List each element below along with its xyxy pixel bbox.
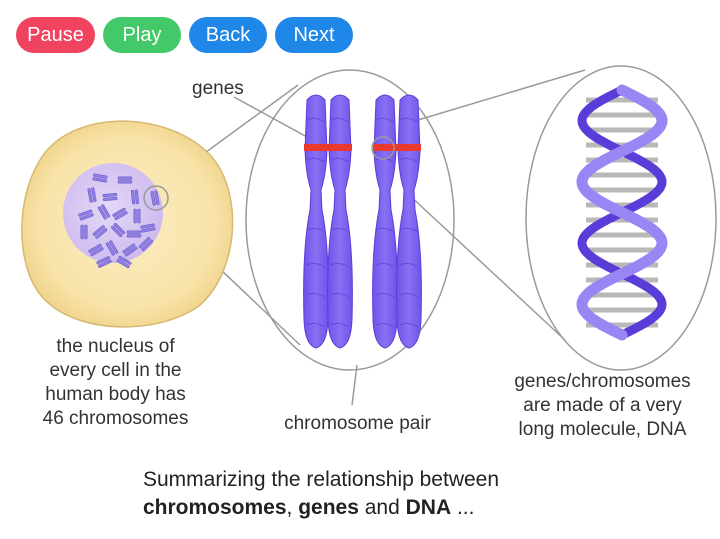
cell-label-line: human body has [18, 383, 213, 407]
cell-label-line: 46 chromosomes [18, 407, 213, 431]
gene-band [304, 144, 328, 151]
caption-ellipsis: ... [451, 496, 474, 519]
genes-label: genes [192, 77, 244, 101]
chromosome-pair [304, 95, 422, 348]
dna-label: genes/chromosomes are made of a very lon… [480, 370, 720, 442]
caption-separator: and [359, 496, 406, 519]
caption-line-2: chromosomes, genes and DNA ... [143, 494, 499, 522]
dna-label-line: long molecule, DNA [480, 418, 720, 442]
dna-strand-front [582, 90, 662, 335]
gene-band [328, 144, 352, 151]
chromosome-pair-label: chromosome pair [260, 412, 455, 436]
caption-separator: , [287, 496, 299, 519]
cell-label: the nucleus of every cell in the human b… [18, 335, 213, 431]
keyword-genes: genes [298, 496, 359, 519]
dna-double-helix [582, 90, 662, 335]
caption-line-1: Summarizing the relationship between [143, 466, 499, 494]
cell-label-line: the nucleus of [18, 335, 213, 359]
chromatid [397, 95, 422, 348]
chromatid [304, 95, 329, 348]
chromatid [373, 95, 398, 348]
summary-caption: Summarizing the relationship between chr… [143, 466, 499, 522]
cell-label-line: every cell in the [18, 359, 213, 383]
gene-band [397, 144, 421, 151]
cell [22, 121, 233, 327]
chromosome-left [304, 95, 353, 348]
chromosome-right [373, 95, 422, 348]
keyword-dna: DNA [406, 496, 452, 519]
dna-label-line: genes/chromosomes [480, 370, 720, 394]
dna-label-line: are made of a very [480, 394, 720, 418]
keyword-chromosomes: chromosomes [143, 496, 287, 519]
chromatid [328, 95, 353, 348]
